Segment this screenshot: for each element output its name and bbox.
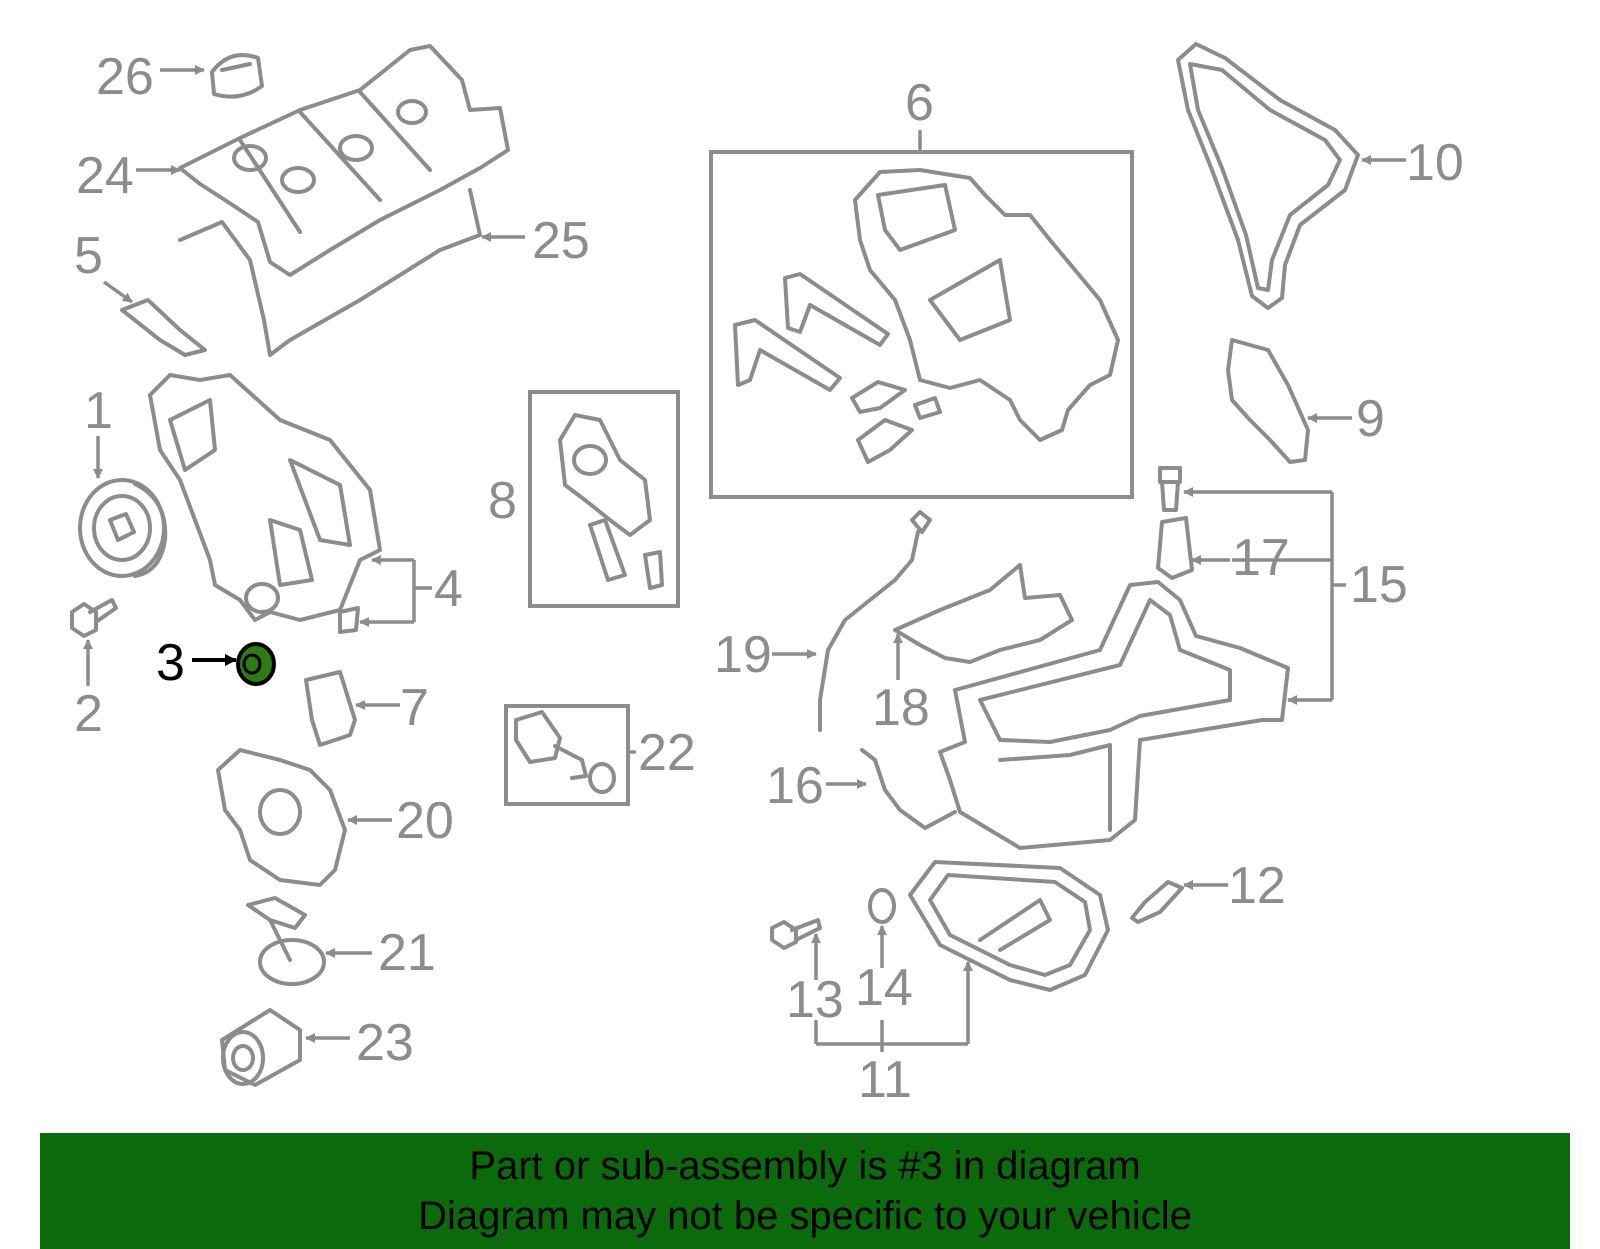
callout-8: 8	[488, 472, 517, 530]
callout-23: 23	[356, 1014, 414, 1072]
callout-24: 24	[76, 147, 134, 205]
part-20-oil-pump	[216, 748, 347, 887]
part-8-box	[528, 390, 680, 608]
callout-14: 14	[855, 959, 913, 1017]
callout-22: 22	[638, 724, 696, 782]
part-22-box	[504, 704, 630, 806]
callout-9: 9	[1356, 390, 1385, 448]
callout-25: 25	[532, 212, 590, 270]
part-12-drain-plug	[1130, 880, 1184, 924]
callout-17: 17	[1232, 529, 1290, 587]
callout-10: 10	[1406, 134, 1464, 192]
part-18-baffle	[893, 563, 1074, 664]
part-4-front-cover	[148, 373, 382, 634]
callout-16: 16	[766, 757, 824, 815]
callout-4: 4	[434, 560, 463, 618]
leader-lines	[83, 65, 1406, 1052]
callout-26: 26	[96, 48, 154, 106]
callout-13: 13	[786, 971, 844, 1029]
part-10-timing-chain	[1176, 42, 1360, 310]
part-24-valve-cover	[178, 44, 510, 277]
callout-3-highlighted: 3	[156, 634, 185, 692]
part-17-bracket	[1156, 516, 1194, 580]
callout-11: 11	[858, 1051, 912, 1109]
callout-12: 12	[1228, 857, 1286, 915]
info-banner: Part or sub-assembly is #3 in diagram Di…	[40, 1133, 1570, 1249]
part-21-oil-strainer	[246, 896, 326, 986]
banner-line-2: Diagram may not be specific to your vehi…	[418, 1194, 1192, 1238]
part-9-gasket	[1226, 338, 1310, 464]
callout-1: 1	[84, 382, 113, 440]
part-15-upper-oil-pan	[938, 580, 1290, 850]
callouts: 26 24 25 5 1 4 2 3 7 20 21 23 8 6 10 9 1…	[74, 48, 1464, 1109]
callout-18: 18	[872, 679, 930, 737]
part-7-gasket	[304, 670, 357, 747]
part-1-crankshaft-pulley	[78, 478, 168, 578]
callout-21: 21	[378, 924, 436, 982]
part-3-front-oil-seal	[236, 642, 276, 686]
callout-7: 7	[400, 679, 429, 737]
part-2-bolt	[70, 598, 118, 638]
part-6-box	[709, 150, 1134, 499]
part-15-bolt	[1158, 466, 1182, 512]
part-8-water-pump	[558, 413, 664, 590]
part-13-drain-bolt	[770, 918, 822, 950]
callout-2: 2	[74, 685, 103, 743]
part-14-washer	[868, 888, 896, 924]
part-19-oil-dipstick	[818, 510, 932, 732]
part-16-gasket	[860, 748, 957, 830]
part-22-oil-pressure-sensor	[514, 710, 616, 794]
part-25-valve-cover-gasket	[178, 188, 482, 357]
part-11-lower-oil-pan	[908, 860, 1110, 992]
part-5-bracket	[120, 298, 207, 357]
part-26-oil-filler-cap	[210, 53, 264, 99]
callout-5: 5	[74, 227, 103, 285]
callout-19: 19	[714, 626, 772, 684]
callout-6: 6	[905, 74, 934, 132]
callout-20: 20	[396, 792, 454, 850]
part-23-oil-filter	[220, 1008, 302, 1087]
callout-15: 15	[1350, 556, 1408, 614]
part-6-timing-cover-set	[733, 168, 1120, 464]
banner-line-1: Part or sub-assembly is #3 in diagram	[469, 1144, 1141, 1188]
